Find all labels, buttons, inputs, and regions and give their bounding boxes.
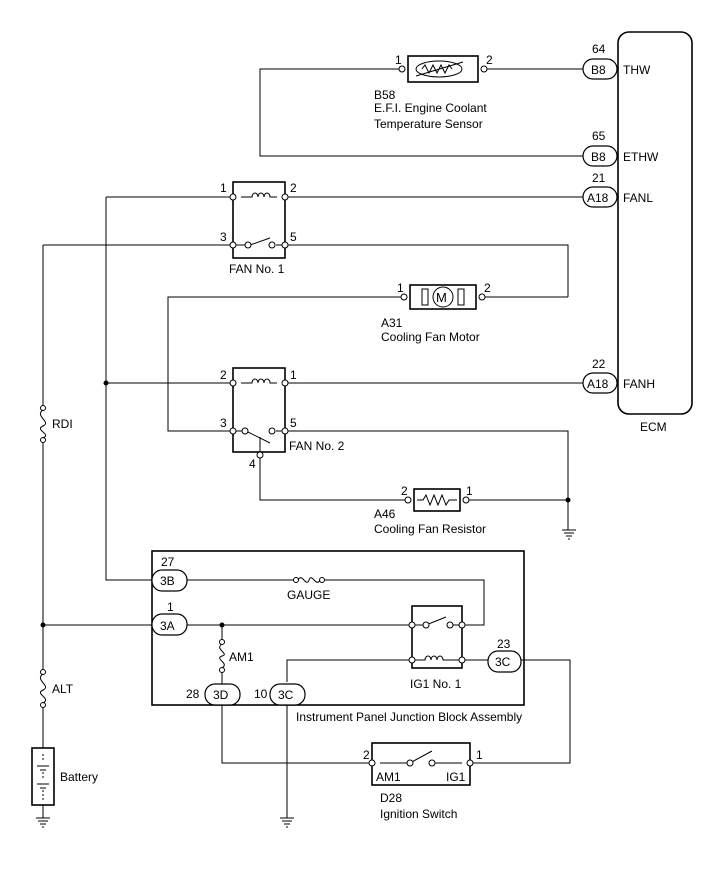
relay2-pin-1: 1 [290, 368, 297, 382]
fuse-gauge-icon [297, 577, 321, 583]
relay1-pin-1: 1 [220, 181, 227, 195]
motor-id: A31 [381, 316, 403, 330]
ground-icon [562, 529, 576, 540]
junction-block-name: Instrument Panel Junction Block Assembly [296, 710, 522, 724]
jb-connector-3c-left: 10 3C [254, 683, 306, 706]
ecm-conn-a18-fanh: A18 [587, 377, 609, 391]
jb-conn-3d: 3D [213, 688, 229, 702]
ig1-relay-coil-icon [415, 655, 459, 661]
ignition-term-ig1: IG1 [446, 770, 466, 784]
ecm-term-ethw: ETHW [623, 150, 659, 164]
relay1-coil-icon [241, 192, 277, 198]
relay2-pin-2: 2 [220, 368, 227, 382]
fuse-am1: AM1 [219, 622, 254, 673]
relay2-pin-3: 3 [220, 416, 227, 430]
relay1-label: FAN No. 1 [229, 262, 285, 276]
ignition-pin-2: 2 [363, 748, 370, 762]
fuse-rdi-icon [39, 409, 47, 439]
jb-conn-3c-right: 3C [495, 655, 511, 669]
ecm-terminal-thw: 64 B8 THW [582, 42, 651, 80]
ignition-term-am1: AM1 [376, 770, 401, 784]
coolant-temperature-sensor: 1 2 B58 E.F.I. Engine Coolant Temperatur… [374, 53, 493, 131]
relay2-coil-icon [241, 378, 277, 384]
motor-name: Cooling Fan Motor [381, 330, 480, 344]
jb-ground-icon [280, 817, 294, 828]
fuse-alt-label: ALT [52, 682, 74, 696]
ecm-terminal-fanh: 22 A18 FANH [582, 357, 655, 394]
ecm-pin-65: 65 [592, 129, 606, 143]
cooling-fan-motor: M 1 2 A31 Cooling Fan Motor [381, 281, 491, 344]
battery-label: Battery [60, 770, 98, 784]
jb-pin-23: 23 [497, 637, 511, 651]
jb-connector-3d: 28 3D [186, 683, 241, 706]
ecm-terminal-fanl: 21 A18 FANL [582, 171, 653, 208]
jb-pin-28: 28 [186, 687, 200, 701]
ecm-term-fanh: FANH [623, 377, 655, 391]
fan-relay-2: 2 1 3 5 4 FAN No. 2 [220, 367, 345, 471]
ecm: ECM 64 B8 THW 65 B8 ETHW 21 A18 FANL 22 … [582, 31, 693, 434]
ecm-pin-21: 21 [592, 171, 606, 185]
ecm-label: ECM [640, 420, 667, 434]
resistor-pin-1: 1 [466, 484, 473, 498]
jb-conn-3a: 3A [160, 619, 175, 633]
resistor-icon [417, 493, 457, 507]
jb-conn-3b: 3B [160, 574, 175, 588]
ecm-conn-a18-fanl: A18 [587, 191, 609, 205]
jb-connector-3c-right: 23 3C [487, 637, 522, 673]
resistor-id: A46 [374, 507, 396, 521]
relay1-pin-5: 5 [290, 230, 297, 244]
ecm-term-thw: THW [623, 63, 651, 77]
ecm-conn-b8-thw: B8 [591, 63, 606, 77]
relay1-pin-3: 3 [220, 230, 227, 244]
junction-block: Instrument Panel Junction Block Assembly… [151, 550, 525, 724]
ignition-id: D28 [380, 791, 402, 805]
cooling-fan-resistor: 2 1 A46 Cooling Fan Resistor [374, 484, 486, 536]
jb-connector-3a: 1 3A [151, 600, 188, 636]
fuse-alt-icon [39, 673, 47, 704]
ecm-term-fanl: FANL [623, 191, 653, 205]
relay2-pin-4: 4 [249, 457, 256, 471]
motor-pin-1: 1 [397, 281, 404, 295]
sensor-pin-1: 1 [395, 53, 402, 67]
battery-ground-icon [36, 817, 50, 828]
sensor-name-line2: Temperature Sensor [374, 117, 483, 131]
fuse-alt: ALT [39, 669, 74, 708]
jb-pin-27: 27 [161, 555, 175, 569]
relay2-label: FAN No. 2 [289, 439, 345, 453]
ecm-pin-22: 22 [592, 357, 606, 371]
fuse-rdi: RDI [39, 405, 73, 443]
ecm-pin-64: 64 [592, 42, 606, 56]
motor-pin-2: 2 [484, 281, 491, 295]
resistor-pin-2: 2 [401, 484, 408, 498]
relay1-pin-2: 2 [290, 181, 297, 195]
ignition-pin-1: 1 [476, 748, 483, 762]
ig1-relay-label: IG1 No. 1 [410, 677, 462, 691]
fuse-am1-icon [219, 643, 225, 669]
jb-conn-3c-left: 3C [278, 688, 294, 702]
fan-relay-1: 1 2 3 5 FAN No. 1 [220, 181, 297, 276]
sensor-name-line1: E.F.I. Engine Coolant [374, 101, 487, 115]
ig1-relay: IG1 No. 1 [408, 605, 466, 691]
relay2-pin-5: 5 [290, 416, 297, 430]
resistor-name: Cooling Fan Resistor [374, 522, 486, 536]
jb-pin-1: 1 [167, 600, 174, 614]
ecm-conn-b8-ethw: B8 [591, 150, 606, 164]
ecm-terminal-ethw: 65 B8 ETHW [582, 129, 659, 167]
sensor-id: B58 [374, 88, 396, 102]
fuse-gauge-label: GAUGE [287, 588, 330, 602]
fuse-gauge: GAUGE [287, 577, 330, 602]
junction-dots [40, 380, 571, 628]
ignition-name: Ignition Switch [380, 807, 457, 821]
fuse-rdi-label: RDI [52, 417, 73, 431]
jb-pin-10: 10 [254, 687, 268, 701]
jb-connector-3b: 27 3B [151, 555, 188, 592]
sensor-pin-2: 2 [486, 53, 493, 67]
battery: Battery [31, 747, 98, 806]
ignition-switch: 2 1 AM1 IG1 D28 Ignition Switch [363, 742, 483, 821]
fuse-am1-label: AM1 [229, 650, 254, 664]
thermistor-icon [421, 63, 453, 75]
motor-icon: M [436, 290, 447, 305]
